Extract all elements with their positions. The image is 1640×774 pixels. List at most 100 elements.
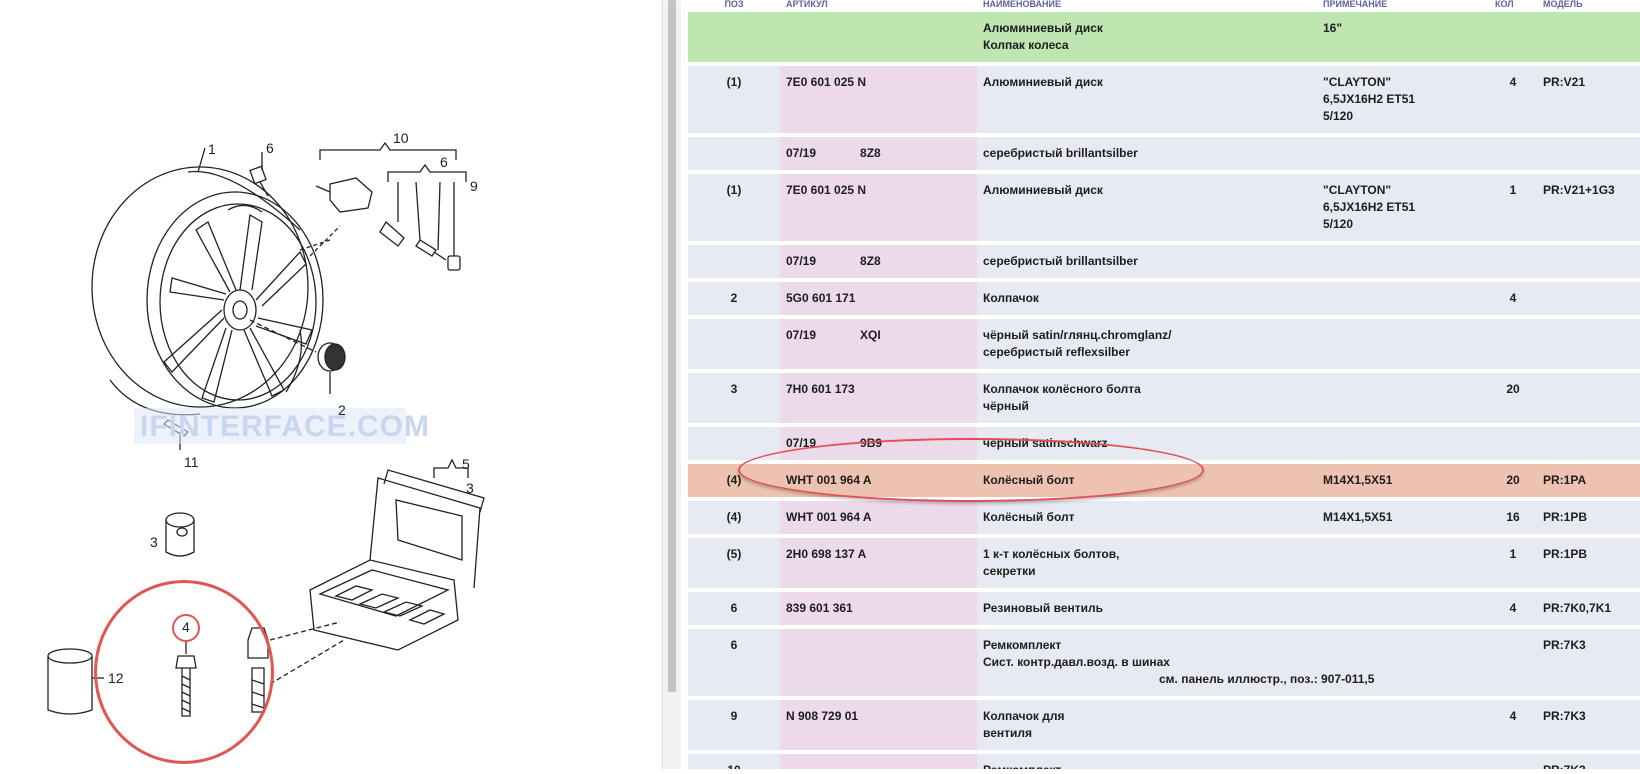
cell-pos	[688, 241, 780, 278]
cell-qty: 20	[1489, 369, 1537, 423]
name-line: чёрный satinschwarz	[983, 436, 1108, 450]
name-line: Сист. контр.давл.возд. в шинах	[983, 655, 1170, 669]
col-header-pos[interactable]: ПОЗ	[688, 0, 780, 9]
table-row[interactable]: 10РемкомплектСист. контр.давл.возд. в ши…	[688, 750, 1640, 769]
cell-model: PR:1PB	[1537, 497, 1640, 534]
cell-article: N 908 729 01	[780, 696, 977, 750]
model-code: PR:1PB	[1543, 547, 1588, 561]
wheel-exploded-view	[47, 141, 485, 717]
name-line: серебристый reflexsilber	[983, 345, 1130, 359]
cell-model: PR:7K3	[1537, 696, 1640, 750]
name-line: серебристый brillantsilber	[983, 146, 1138, 160]
cell-name: 1 к-т колёсных болтов,секретки	[977, 534, 1317, 588]
model-code: PR:1PA	[1543, 473, 1587, 487]
cell-qty	[1489, 8, 1537, 62]
model-code: PR:7K3	[1543, 709, 1586, 723]
cell-qty: 4	[1489, 588, 1537, 625]
cell-pos: (4)	[688, 460, 780, 497]
col-header-qty[interactable]: КОЛ	[1489, 0, 1537, 9]
cross-reference[interactable]: см. панель иллюстр., поз.: 907-011,5	[1159, 672, 1375, 686]
cell-model	[1537, 8, 1640, 62]
pos-value: 2	[730, 291, 738, 305]
cell-note	[1317, 278, 1489, 315]
col-header-model[interactable]: МОДЕЛЬ	[1537, 0, 1640, 9]
article-number: 2H0 698 137 A	[786, 547, 867, 561]
cell-model	[1537, 369, 1640, 423]
pos-value: 6	[730, 638, 738, 652]
article-number: 07/19	[786, 436, 817, 450]
model-code: PR:7K3	[1543, 638, 1586, 652]
pos-value: 3	[730, 382, 738, 396]
cell-article: 839 601 361	[780, 588, 977, 625]
name-line: вентиля	[983, 726, 1033, 740]
cell-pos: (5)	[688, 534, 780, 588]
col-header-article[interactable]: АРТИКУЛ	[780, 0, 977, 9]
model-code: PR:7K0,7K1	[1543, 601, 1612, 615]
wheel-lock-sleeve-drawing	[47, 648, 93, 715]
name-line: Алюминиевый диск	[983, 183, 1103, 197]
note-line: "CLAYTON"	[1323, 75, 1392, 89]
cell-pos: (1)	[688, 62, 780, 133]
qty-value: 4	[1509, 709, 1517, 723]
cell-name: чёрный satin/глянц.chromglanz/серебристы…	[977, 315, 1317, 369]
cell-model: PR:1PA	[1537, 460, 1640, 497]
cell-qty	[1489, 133, 1537, 170]
article-number: 839 601 361	[786, 601, 853, 615]
callout-9: 9	[470, 178, 478, 194]
pos-value: 9	[730, 709, 738, 723]
cell-model	[1537, 315, 1640, 369]
article-number: 7E0 601 025 N	[786, 183, 867, 197]
cell-pos: 2	[688, 278, 780, 315]
cell-note: "CLAYTON" 6,5JX16H2 ET51 5/120	[1317, 62, 1489, 133]
cell-model: PR:V21	[1537, 62, 1640, 133]
name-line: Резиновый вентиль	[983, 601, 1104, 615]
table-row[interactable]: (5) 2H0 698 137 A 1 к-т колёсных болтов,се…	[688, 534, 1640, 588]
tool-case-drawing	[309, 469, 485, 651]
scrollbar-thumb[interactable]	[668, 0, 676, 692]
name-line: Колпак колеса	[983, 38, 1069, 52]
note-line: 5/120	[1323, 109, 1354, 123]
cell-qty: 1	[1489, 534, 1537, 588]
cell-name: Колёсный болт	[977, 460, 1317, 497]
name-line: Ремкомплект	[983, 638, 1062, 652]
model-code: PR:V21+1G3	[1543, 183, 1615, 197]
cell-model	[1537, 278, 1640, 315]
cell-name: Резиновый вентиль	[977, 588, 1317, 625]
alloy-wheel-drawing	[91, 166, 324, 416]
col-header-name[interactable]: НАИМЕНОВАНИЕ	[977, 0, 1317, 9]
qty-value: 4	[1509, 75, 1517, 89]
cell-pos	[688, 133, 780, 170]
note-line: 6,5JX16H2 ET51	[1323, 92, 1416, 106]
pos-value: (4)	[726, 510, 742, 524]
cell-pos	[688, 423, 780, 460]
cell-article: WHT 001 964 A	[780, 460, 977, 497]
qty-value: 16	[1506, 510, 1520, 524]
cell-qty: 4	[1489, 278, 1537, 315]
cell-note	[1317, 625, 1489, 696]
scrollbar[interactable]	[662, 0, 681, 769]
cell-pos: 6	[688, 625, 780, 696]
cell-name: чёрный satinschwarz	[977, 423, 1317, 460]
callout-4: 4	[182, 619, 190, 635]
col-header-note[interactable]: ПРИМЕЧАНИЕ	[1317, 0, 1489, 9]
callout-3-case: 3	[466, 480, 474, 496]
pos-value: (5)	[726, 547, 742, 561]
